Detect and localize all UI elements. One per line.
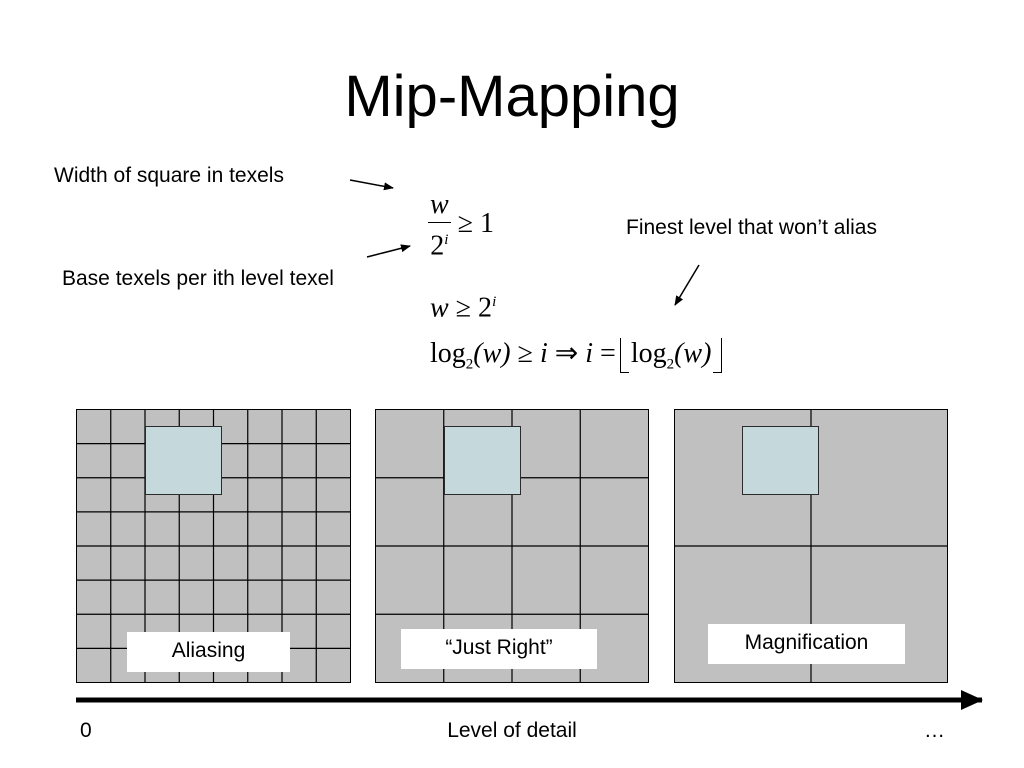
caption-magnification: Magnification: [708, 624, 905, 664]
log-term-2: log: [630, 338, 667, 369]
formula-log: log2(w) ≥ i ⇒ i =log2(w): [430, 338, 723, 381]
formula-ratio: w 2i ≥ 1: [428, 188, 494, 263]
finest-arrow: [674, 264, 700, 306]
floor-right-bracket: [713, 338, 723, 374]
log-base-2: 2: [666, 356, 675, 373]
pixel-footprint-square: [742, 426, 819, 495]
log-argument-2: (w): [674, 338, 712, 369]
formula-inequality-lhs: w: [430, 292, 449, 324]
log-term: log: [430, 338, 466, 369]
finest-annotation: Finest level that won’t alias: [626, 216, 877, 239]
floor-left-bracket: [619, 338, 629, 374]
implies-symbol: ⇒: [554, 338, 579, 369]
base-arrow: [366, 244, 411, 258]
axis-start-label: 0: [80, 719, 92, 742]
fraction-numerator: w: [430, 189, 449, 220]
log-base: 2: [465, 356, 474, 373]
ge-symbol: ≥: [517, 338, 533, 369]
fraction-denominator-exponent: i: [444, 232, 449, 248]
base-annotation: Base texels per ith level texel: [62, 267, 334, 290]
caption-aliasing: Aliasing: [127, 632, 290, 672]
formula-inequality: w ≥ 2i: [430, 286, 496, 324]
slide-title: Mip-Mapping: [344, 64, 680, 129]
pixel-footprint-square: [444, 426, 521, 495]
fraction-denominator-base: 2: [430, 230, 445, 262]
formula-inequality-relation: ≥ 2: [455, 292, 493, 324]
caption-just-right: “Just Right”: [401, 629, 597, 669]
i-symbol-2: i: [585, 338, 594, 369]
fraction: w 2i: [428, 188, 451, 263]
formula-inequality-exponent: i: [492, 294, 497, 310]
axis-title: Level of detail: [447, 719, 577, 742]
pixel-footprint-square: [145, 426, 222, 495]
axis-end-label: …: [924, 719, 945, 742]
equals-symbol: =: [600, 338, 616, 369]
formula-ratio-relation: ≥ 1: [457, 208, 495, 240]
width-annotation: Width of square in texels: [54, 164, 284, 187]
width-arrow: [349, 179, 394, 191]
i-symbol: i: [539, 338, 548, 369]
log-argument: (w): [473, 338, 511, 369]
